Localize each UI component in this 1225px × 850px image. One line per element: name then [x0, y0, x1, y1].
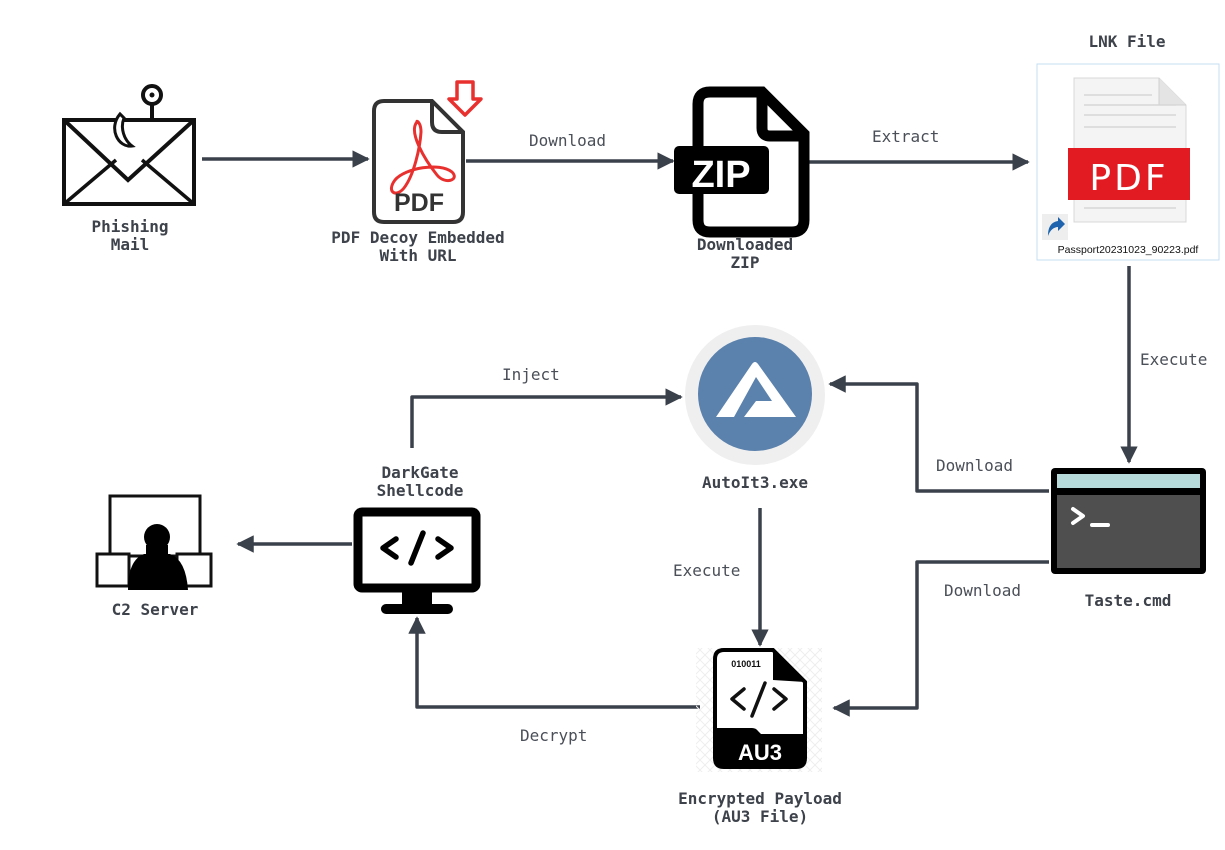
edge-label-execute-lnk: Execute	[1140, 350, 1208, 369]
edge-label-download-autoit: Download	[936, 456, 1014, 475]
edge-label-extract: Extract	[872, 127, 940, 146]
pdf-download-icon: PDF	[372, 80, 483, 224]
pdf-icon-text: PDF	[394, 189, 444, 217]
edge-label-execute-payload: Execute	[673, 561, 741, 580]
envelope-hook-icon	[62, 84, 196, 206]
code-monitor-icon	[353, 507, 481, 614]
lnk-filename: Passport20231023_90223.pdf	[1058, 244, 1199, 256]
autoit-logo-icon	[685, 325, 825, 465]
label-phishing-mail: Phishing Mail	[91, 217, 169, 254]
edge-cmd-to-autoit	[828, 375, 1049, 493]
edge-label-download-payload: Download	[944, 581, 1022, 600]
edge-label-decrypt: Decrypt	[520, 726, 588, 745]
pdf-shortcut-icon: PDF Passport20231023_90223.pdf	[1036, 63, 1220, 261]
label-payload: Encrypted Payload (AU3 File)	[678, 789, 842, 826]
edge-shellcode-to-autoit	[410, 388, 683, 448]
label-autoit: AutoIt3.exe	[702, 473, 808, 492]
label-taste-cmd: Taste.cmd	[1084, 591, 1172, 610]
edge-label-download-zip: Download	[529, 131, 607, 150]
lnk-icon-text: PDF	[1089, 158, 1168, 199]
edges	[202, 150, 1138, 717]
edge-payload-to-shellcode	[408, 616, 700, 709]
label-downloaded-zip: Downloaded ZIP	[696, 235, 794, 272]
au3-icon-text: AU3	[738, 740, 782, 765]
label-lnk-file: LNK File	[1088, 32, 1166, 51]
label-pdf-decoy: PDF Decoy Embedded With URL	[331, 228, 505, 265]
operator-monitors-icon	[95, 494, 213, 590]
binary-text: 010011	[731, 659, 761, 669]
au3-file-icon: 010011 AU3	[696, 648, 822, 772]
zip-icon-text: ZIP	[691, 154, 750, 196]
label-shellcode: DarkGate Shellcode	[376, 463, 464, 500]
zip-file-icon: ZIP	[674, 86, 810, 238]
edge-label-inject: Inject	[502, 365, 560, 384]
terminal-icon	[1051, 468, 1206, 574]
label-c2-server: C2 Server	[111, 600, 199, 619]
edge-cmd-to-payload	[832, 560, 1049, 717]
